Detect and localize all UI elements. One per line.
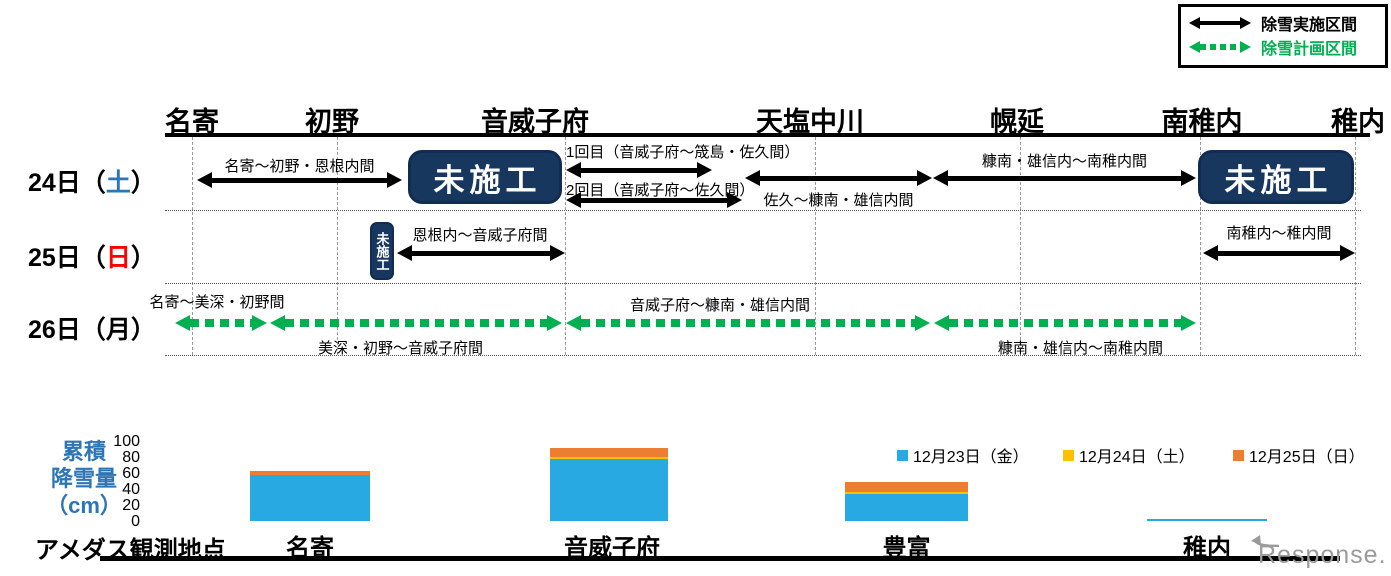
arrow-24-saku-nukanan [745, 170, 932, 186]
y-axis-title-line2: 降雪量 [50, 466, 117, 491]
date-26-weekday: 月 [105, 316, 131, 344]
label-plan-otoineppu-nukanan: 音威子府～糠南・雄信内間 [630, 297, 811, 314]
label-nayoro-hatsuno-onnenai: 名寄～初野・恩根内間 [224, 158, 375, 175]
green-dashed-double-arrow-icon [1189, 41, 1251, 53]
station-wakkanai: 稚内 [1331, 107, 1385, 137]
gridline-minamiwakkanai [1200, 137, 1201, 355]
not-executed-box-24-right: 未施工 [1198, 150, 1354, 204]
bar-otoineppu [550, 448, 668, 521]
station-minamiwakkanai: 南稚内 [1161, 107, 1243, 137]
bar-segment [845, 494, 968, 521]
label-plan-nayoro-bifuka: 名寄～美深・初野間 [149, 294, 285, 311]
ytick-40: 40 [122, 481, 140, 498]
label-run2: 2回目（音威子府～佐久間） [566, 182, 755, 199]
bar-segment [845, 492, 968, 494]
station-teshionakagawa: 天塩中川 [756, 107, 864, 137]
arrow-25-onnenai-otoineppu [397, 245, 565, 261]
legend-row-implemented: 除雪実施区間 [1189, 12, 1357, 34]
dec24-swatch-icon [1063, 449, 1074, 461]
chart-legend-dec25: 12月25日（日） [1233, 443, 1365, 467]
arrow-24-run2 [566, 192, 742, 208]
ytick-60: 60 [122, 465, 140, 482]
label-onnenai-otoineppu: 恩根内～音威子府間 [412, 227, 548, 244]
arrow-24-nayoro-onnenai [197, 172, 402, 188]
gridline-nayoro [192, 137, 193, 355]
chart-legend-dec24: 12月24日（土） [1063, 443, 1195, 467]
bar-toyotomi [845, 482, 968, 521]
ytick-100: 100 [113, 433, 140, 450]
bar-segment [550, 457, 668, 459]
legend-implemented-label: 除雪実施区間 [1261, 17, 1358, 34]
bar-segment [250, 471, 370, 475]
dec24-label: 12月24日（土） [1079, 449, 1195, 466]
dec23-swatch-icon [897, 449, 908, 461]
black-double-arrow-icon [1189, 17, 1251, 29]
label-plan-nukanan-minamiwakkanai: 糠南・雄信内～南稚内間 [998, 340, 1164, 357]
label-saku-nukanan: 佐久～糠南・雄信内間 [763, 192, 914, 209]
route-line [165, 133, 1370, 137]
legend-planned-label: 除雪計画区間 [1261, 41, 1358, 58]
dec25-swatch-icon [1233, 449, 1244, 461]
gridline-otoineppu [565, 137, 566, 355]
ytick-0: 0 [131, 513, 140, 530]
watermark-arrow-icon [1251, 535, 1280, 547]
legend-row-planned: 除雪計画区間 [1189, 36, 1357, 58]
row-separator-1 [165, 210, 1361, 211]
gridline-teshionakagawa [815, 137, 816, 355]
gridline-hatsuno [337, 137, 338, 355]
station-nayoro: 名寄 [165, 107, 219, 137]
date-25-weekday: 日 [105, 244, 131, 272]
bar-nayoro [250, 471, 370, 521]
date-label-26: 26日（月） [28, 310, 188, 346]
arrow-26-nukanan-minamiwakkanai [934, 315, 1196, 331]
bar-segment [550, 459, 668, 521]
chart-y-axis-title: 累積 降雪量 （cm） [28, 438, 140, 519]
legend-box: 除雪実施区間 除雪計画区間 [1178, 4, 1388, 68]
date-label-24: 24日（土） [28, 163, 188, 199]
gridline-wakkanai [1355, 137, 1356, 355]
bar-segment [250, 475, 370, 521]
date-25-prefix: 25日（ [28, 244, 106, 272]
arrow-26-nayoro-bifuka [175, 315, 267, 331]
not-executed-box-24-left: 未施工 [408, 150, 562, 204]
ytick-80: 80 [122, 449, 140, 466]
chart-baseline [100, 556, 1340, 561]
chart-legend-dec23: 12月23日（金） [897, 443, 1029, 467]
bar-segment [845, 482, 968, 492]
label-minamiwakkanai-wakkanai: 南稚内～稚内間 [1226, 225, 1332, 242]
dec25-label: 12月25日（日） [1249, 449, 1365, 466]
date-24-weekday: 土 [105, 169, 131, 197]
arrow-24-run1 [566, 162, 712, 178]
bar-segment [550, 448, 668, 457]
label-run1: 1回目（音威子府～筬島・佐久間） [566, 144, 800, 161]
row-separator-2 [165, 283, 1361, 284]
bar-segment [1147, 519, 1267, 521]
arrow-26-bifuka-otoineppu [270, 315, 562, 331]
response-watermark: Response. [1258, 541, 1387, 569]
row-separator-3 [165, 355, 1361, 356]
ytick-20: 20 [122, 497, 140, 514]
date-24-prefix: 24日（ [28, 169, 106, 197]
gridline-horonobe [1020, 137, 1021, 355]
station-otoineppu: 音威子府 [481, 107, 589, 137]
y-axis-title-line1: 累積 [61, 439, 106, 464]
label-nukanan-minamiwakkanai: 糠南・雄信内～南稚内間 [981, 153, 1147, 170]
date-24-suffix: ） [130, 169, 156, 197]
arrow-24-nukanan-minamiwakkanai [933, 170, 1196, 186]
arrow-26-otoineppu-nukanan [566, 315, 930, 331]
y-axis-title-line3: （cm） [46, 493, 122, 518]
date-26-prefix: 26日（ [28, 316, 106, 344]
not-executed-box-25: 未施工 [370, 222, 394, 280]
date-25-suffix: ） [130, 244, 156, 272]
station-horonobe: 幌延 [990, 107, 1044, 137]
dec23-label: 12月23日（金） [913, 449, 1029, 466]
label-plan-bifuka-otoineppu: 美深・初野～音威子府間 [318, 340, 484, 357]
arrow-25-minamiwakkanai-wakkanai [1203, 245, 1355, 261]
date-26-suffix: ） [130, 316, 156, 344]
bar-wakkanai [1147, 519, 1267, 521]
station-hatsuno: 初野 [305, 107, 359, 137]
date-label-25: 25日（日） [28, 238, 188, 274]
